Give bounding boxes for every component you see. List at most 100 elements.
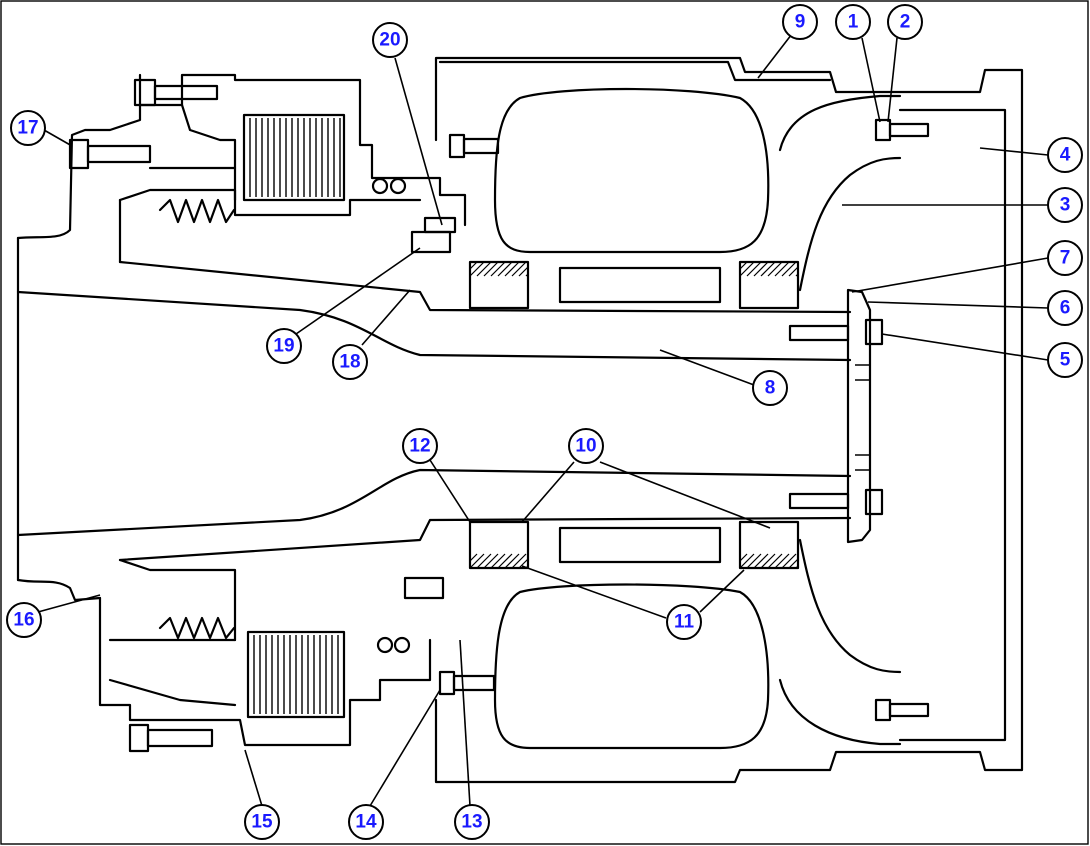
bearing-hatch-line [760,553,776,569]
callout-6-label: 6 [1060,298,1071,319]
bearing-inner-upper [468,260,530,310]
seals [371,177,457,654]
bolts [68,78,930,753]
piston-spring-lower [158,616,236,640]
bearing-hatch-line [497,261,513,277]
callout-6: 6 [1047,290,1083,326]
callout-12-label: 12 [409,436,430,457]
callout-17-label: 17 [17,118,38,139]
retainer-plate [846,288,872,544]
bearing-hatch-line [483,261,499,277]
callout-2: 2 [887,4,923,40]
bolt-lower-right-shank [888,702,930,718]
brake-disc-stack-lower [246,630,346,719]
oring-lower-b [393,636,411,654]
bolt-head [133,78,157,107]
callout-19: 19 [266,328,302,364]
bearing-hatch-line [511,553,527,569]
callout-10-label: 10 [575,436,596,457]
bearing-hatch-line [504,553,520,569]
callout-4-label: 4 [1060,145,1071,166]
bearing-hatch-line [746,261,762,277]
bearing-hatch-line [504,261,520,277]
callout-9-label: 9 [795,12,806,33]
callout-18: 18 [332,344,368,380]
bearing-hatch-line [469,261,478,270]
bearing-hatch-line [739,553,748,562]
bearing-hatch-line [746,553,762,569]
bearing-hatch-line [739,553,755,569]
bearing-hatch-line [490,553,506,569]
bearing-hatch-line [483,553,499,569]
bolt-lower-head [864,488,884,516]
callout-2-label: 2 [900,12,911,33]
callout-12: 12 [402,428,438,464]
bearing-inner-lower [468,520,530,570]
wheel-rim [434,56,1024,784]
bearing-hatch-line [781,261,797,277]
bearing-hatch-line [469,553,485,569]
bolt-13-shank [452,674,496,692]
callout-20-label: 20 [379,30,400,51]
callout-16: 16 [6,602,42,638]
bolt-lower-shank [788,492,850,510]
oring-lower-a [376,636,394,654]
callout-1: 1 [835,4,871,40]
callout-3-label: 3 [1060,195,1071,216]
callout-19-label: 19 [273,336,294,357]
leader-lines [37,29,1049,807]
callout-8-label: 8 [765,378,776,399]
bearing-hatch-line [753,261,769,277]
brake-discs-lower [253,635,339,714]
callout-9: 9 [782,4,818,40]
bearing-hatch-line [739,261,755,277]
bearing-hatching [469,261,799,569]
callout-14-label: 14 [355,812,377,833]
bearing-hatch-line [739,261,748,270]
callout-13-label: 13 [461,812,482,833]
callout-15-label: 15 [251,812,273,833]
bolt-1-head [874,118,892,142]
bearing-hatch-line [753,553,769,569]
bearing-hatch-line [781,553,797,569]
bearing-outer-upper [738,260,800,310]
bearing-hatch-line [476,261,492,277]
callout-16-label: 16 [13,610,34,631]
bolt-5-shank [788,324,850,342]
bearing-outer-lower [738,520,800,570]
spindle [16,103,852,602]
callout-13: 13 [454,804,490,840]
bearing-hatch-line [476,553,492,569]
callout-14: 14 [348,804,384,840]
bearing-hatch-line [788,266,799,277]
bearing-hatch-line [469,261,485,277]
bolt-lower-right-head [874,698,892,722]
bolt-1-shank [888,122,930,138]
bearing-hatch-line [767,261,783,277]
bearing-hatch-line [788,558,799,569]
callout-17: 17 [10,110,46,146]
oring-upper-a [371,177,389,195]
wheel-bolt-head [448,133,466,159]
bolt-shank [153,84,219,101]
bearing-hatch-line [490,261,506,277]
bearing-hatch-line [795,273,799,277]
bolt-13-head [438,670,456,696]
bearing-hatch-line [795,565,799,569]
bolt-15-shank [146,728,214,748]
callout-20: 20 [372,22,408,58]
seal-lower [403,576,445,600]
bolt-17-shank [86,144,152,164]
callout-11-label: 11 [674,612,695,633]
bearings [468,260,800,570]
bolt-5-head [864,318,884,346]
callout-5-label: 5 [1060,350,1071,371]
callout-15: 15 [244,804,280,840]
callout-8: 8 [752,370,788,406]
callout-4: 4 [1047,137,1083,173]
oring-upper-b [389,177,407,195]
wheel-bolt-shank [462,137,500,155]
